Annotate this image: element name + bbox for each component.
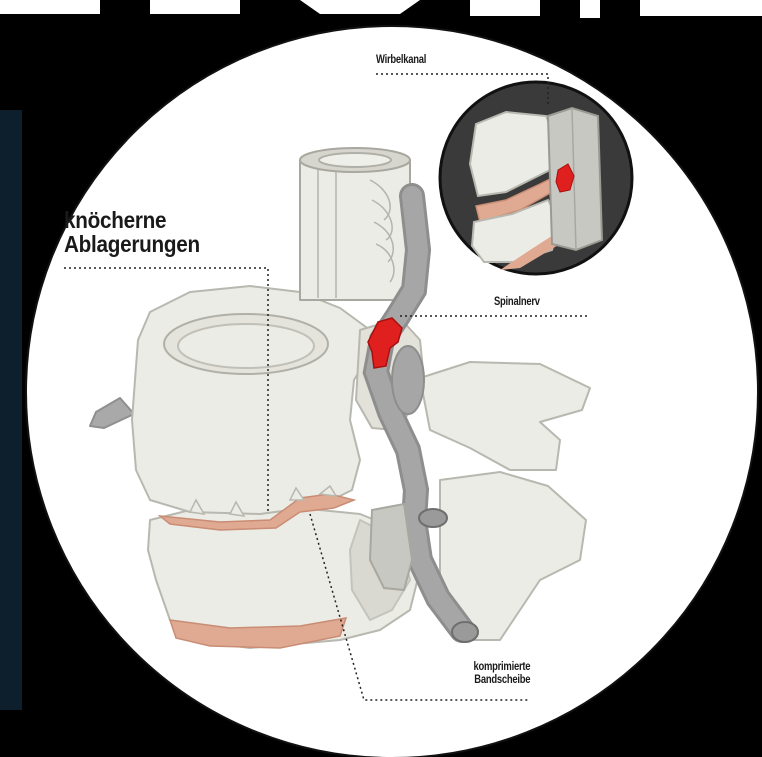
background-glow — [0, 110, 22, 710]
label-spinal-nerve: Spinalnerv — [494, 296, 540, 309]
spinal-cord-cylinder — [300, 160, 410, 300]
label-bone-deposits-line1: knöcherne — [64, 208, 200, 232]
vertebra-top-inner — [178, 324, 314, 368]
label-bone-deposits: knöcherne Ablagerungen — [64, 208, 215, 256]
label-compressed-disc-line2: Bandscheibe — [473, 674, 530, 687]
label-bone-deposits-line2: Ablagerungen — [64, 232, 200, 256]
label-spinal-canal: Wirbelkanal — [376, 54, 426, 67]
label-compressed-disc: komprimierte Bandscheibe — [473, 661, 530, 687]
inset-detail — [440, 82, 632, 274]
label-compressed-disc-line1: komprimierte — [473, 661, 530, 674]
spinal-cord-top-inner — [319, 153, 391, 167]
